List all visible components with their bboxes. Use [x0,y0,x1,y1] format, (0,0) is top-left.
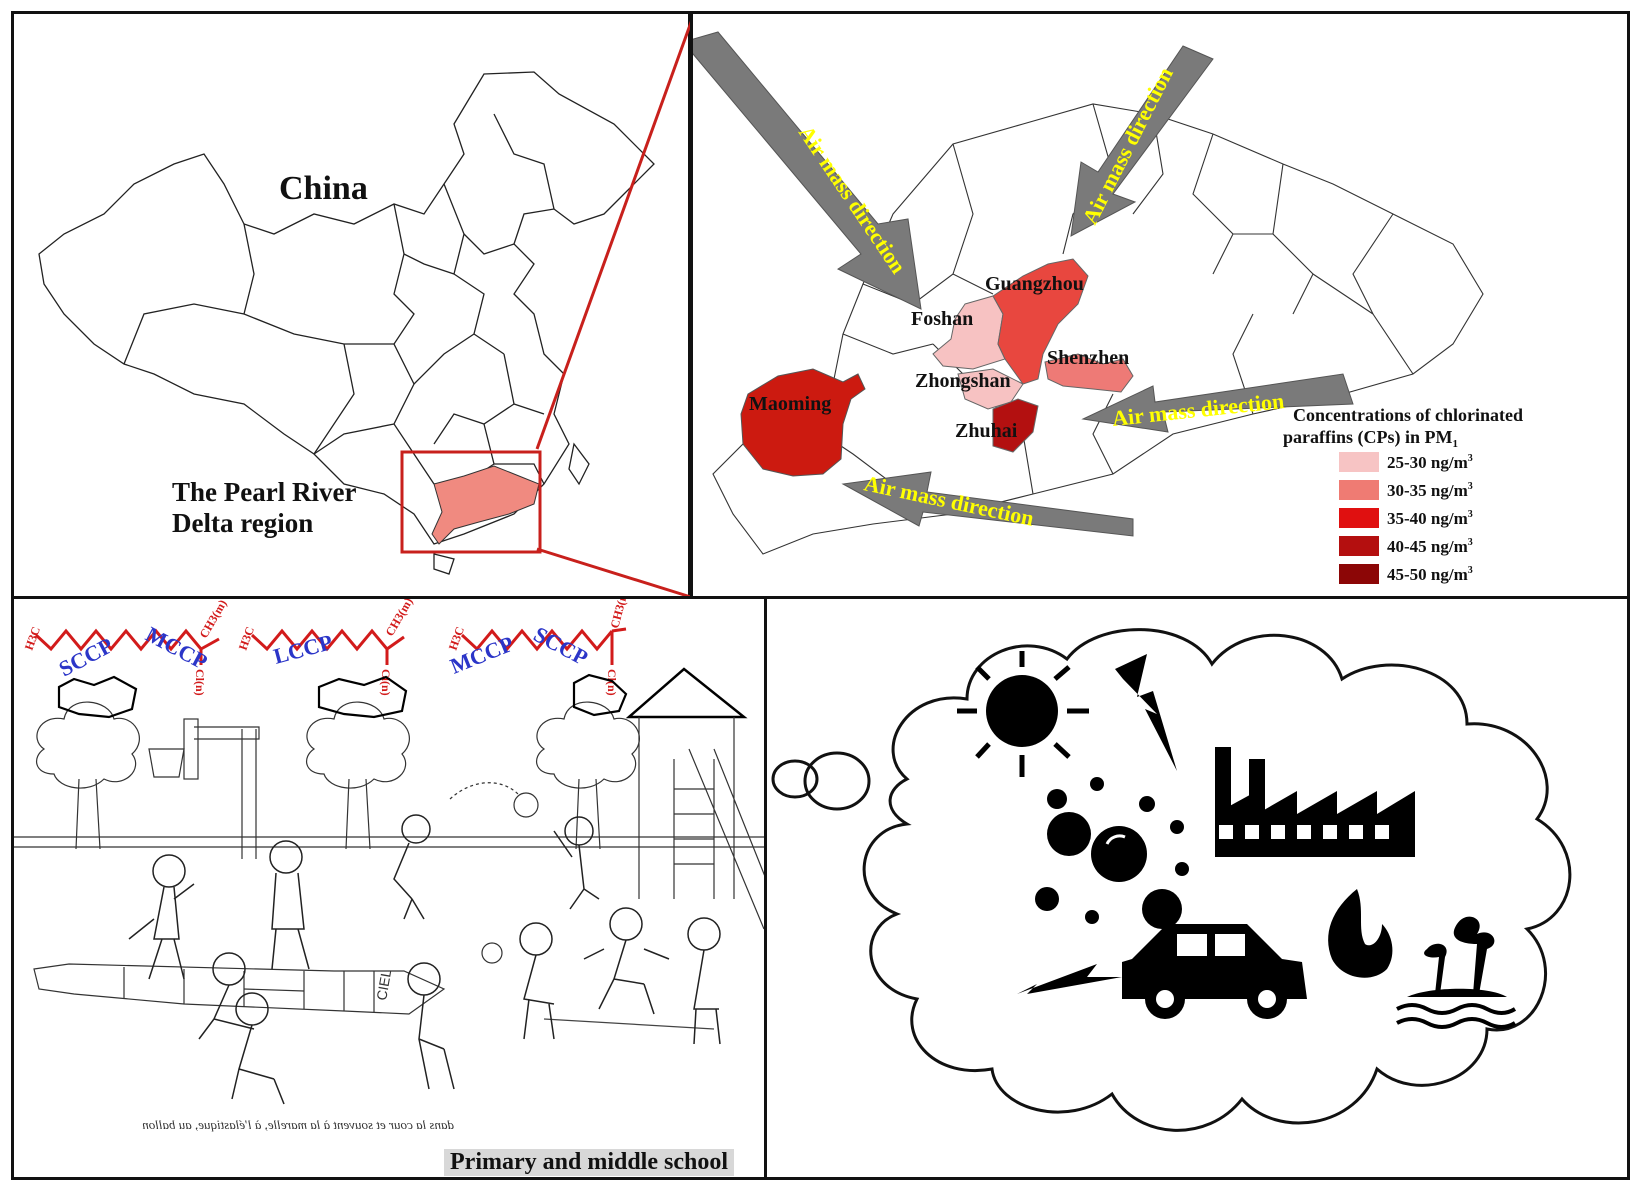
school-playground-illustration: H3C CH3(m) Cl(n) H3C CH3(m) Cl(n) H3C CH… [14,599,764,1132]
tree-middle [306,701,410,850]
pollution-sources-thought-cloud [771,628,1572,1132]
legend-title-line1: Concentrations of chlorinated [1293,405,1523,425]
legend-title-line2: paraffins (CPs) in PM1 [1283,427,1458,450]
ch3-3: CH3(m) [607,599,631,630]
air-mass-arrow-2 [1070,45,1214,237]
hopscotch-label: CIEL [373,968,394,1002]
legend-label-0: 25-30 ng/m3 [1387,453,1473,472]
city-maoming [740,368,866,477]
label-sccp-2: SCCP [530,621,592,670]
legend-label-2: 35-40 ng/m3 [1387,509,1473,528]
air-mass-arrows [693,31,1354,537]
ch3-1: CH3(m) [196,599,229,641]
city-guangzhou [992,258,1089,385]
label-foshan: Foshan [911,308,973,330]
school-panel: H3C CH3(m) Cl(n) H3C CH3(m) Cl(n) H3C CH… [11,596,767,1180]
school-caption: Primary and middle school [444,1149,735,1176]
legend-swatch-4 [1339,564,1379,584]
label-zhongshan: Zhongshan [915,370,1011,392]
city-shenzhen [1044,353,1134,393]
legend-label-4: 45-50 ng/m3 [1387,565,1473,584]
china-label: China [279,170,368,207]
sun-icon [957,651,1089,777]
city-zhuhai [992,398,1039,453]
thought-bubble-medium [803,751,871,811]
factory-icon [1215,747,1415,857]
thought-bubble-small [771,759,819,799]
china-map-panel: China The Pearl River Delta region [11,11,691,599]
tree-left [36,701,140,850]
cp-chain-2 [250,628,389,652]
prd-city-map: Air mass direction Air mass direction Ai… [693,31,1523,584]
air-mass-arrow-3 [1081,373,1354,433]
legend-swatch-2 [1339,508,1379,528]
ch3-2: CH3(m) [382,599,415,639]
label-sccp-1: SCCP [55,632,117,681]
legend-swatch-3 [1339,536,1379,556]
fire-icon [1328,889,1393,978]
slide-structure [625,667,764,930]
island-icon [1396,916,1517,1029]
legend-label-3: 40-45 ng/m3 [1387,537,1473,556]
cp-chain-3 [460,628,614,652]
label-zhuhai: Zhuhai [955,420,1018,442]
cl-1: Cl(n) [193,669,207,696]
lightning-bolt-2-icon [1017,964,1122,994]
tree-right [536,701,640,850]
lightning-icon [1115,654,1177,771]
car-icon [1122,924,1307,1019]
label-guangzhou: Guangzhou [985,273,1084,295]
label-shenzhen: Shenzhen [1047,347,1129,369]
china-outline-map: China The Pearl River Delta region [38,71,655,575]
prd-map-panel: Air mass direction Air mass direction Ai… [690,11,1630,599]
label-maoming: Maoming [749,393,831,415]
concentration-legend: Concentrations of chlorinated paraffins … [1283,405,1523,584]
cl-2: Cl(n) [379,669,393,696]
ball [513,792,539,818]
china-border [38,71,655,545]
pearl-river-label-line1: The Pearl River [172,477,356,507]
bubble [481,942,503,964]
air-mass-arrow-4 [841,471,1134,537]
thought-cloud [862,628,1572,1132]
city-foshan [932,295,1006,370]
legend-label-1: 30-35 ng/m3 [1387,481,1473,500]
pearl-river-label-line2: Delta region [172,508,313,538]
region-highlight-box [400,450,542,554]
children-figures [128,814,721,1105]
sources-panel [764,596,1630,1180]
particles-icon [1035,777,1189,929]
legend-swatch-1 [1339,480,1379,500]
guangdong-region [431,465,540,545]
cp-chain-1 [34,628,203,652]
air-mass-arrow-1 [693,31,922,310]
basketball-hoop [148,718,260,859]
air-mass-label-1: Air mass direction [794,121,911,278]
legend-swatch-0 [1339,452,1379,472]
floor-script-text: dans la cour et souvent à la marelle, à … [142,1117,454,1132]
